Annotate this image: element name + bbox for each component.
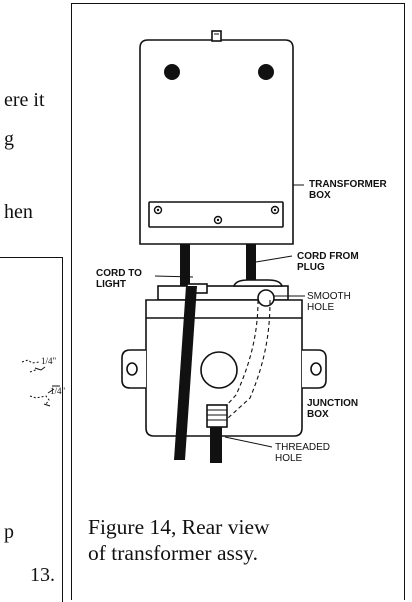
callout-threaded-hole: THREADED HOLE (275, 442, 331, 464)
callout-junction-box: JUNCTION BOX (307, 398, 359, 420)
figure-frame (71, 3, 405, 600)
callout-cord-from-plug: CORD FROM PLUG (297, 251, 359, 273)
text-fragment: hen (4, 201, 33, 223)
caption-line: Figure 14, Rear view (88, 515, 270, 539)
caption-line: of transformer assy. (88, 541, 258, 565)
text-fragment: ere it (4, 89, 45, 111)
previous-figure-frame (0, 257, 63, 602)
text-fragment: g (4, 128, 14, 150)
callout-transformer-box: TRANSFORMER BOX (309, 179, 387, 201)
text-fragment: 13. (30, 564, 55, 586)
callout-smooth-hole: SMOOTH HOLE (307, 291, 351, 313)
sketch-dimension-label: 1/4" (41, 356, 57, 366)
figure-caption: Figure 14, Rear view of transformer assy… (88, 514, 318, 566)
callout-cord-to-light: CORD TO LIGHT (96, 268, 142, 290)
transformer-box (139, 30, 294, 245)
text-fragment: p (4, 521, 14, 543)
previous-figure-sketch (21, 359, 60, 407)
sketch-dimension-label: 1/4" (50, 386, 66, 396)
